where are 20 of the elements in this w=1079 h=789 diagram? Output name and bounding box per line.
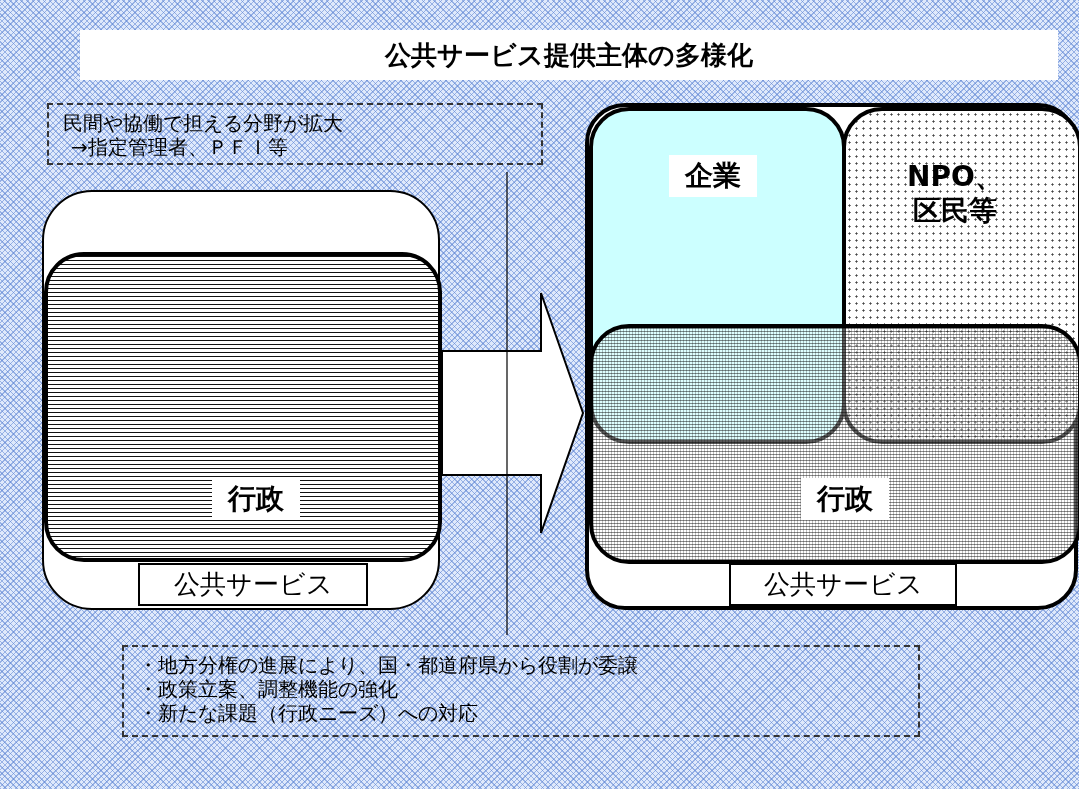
hatched-box [589,324,1079,564]
note-text: ・新たな課題（行政ニーズ）への対応 [138,701,479,725]
note-text: ・地方分権の進展により、国・都道府県から役割が委譲 [138,653,638,677]
box-caption: 公共サービス [138,563,368,607]
block-arrow [441,292,585,534]
box-caption: 公共サービス [729,563,957,607]
note-text: 民間や協働で担える分野が拡大 [63,111,343,135]
note-box [122,645,920,737]
rounded-box [42,190,440,610]
node-label: 企業 [669,155,757,197]
hatched-box [44,252,442,562]
node-label: 行政 [212,478,300,520]
note-text: →指定管理者、ＰＦＩ等 [70,135,289,159]
node-label: NPO、区民等 [906,160,1004,228]
rounded-box [585,103,1078,610]
dotted-box [842,107,1079,444]
node-label: 行政 [801,478,889,520]
note-box [47,103,543,165]
note-text: ・政策立案、調整機能の強化 [138,677,399,701]
title: 公共サービス提供主体の多様化 [80,30,1058,80]
